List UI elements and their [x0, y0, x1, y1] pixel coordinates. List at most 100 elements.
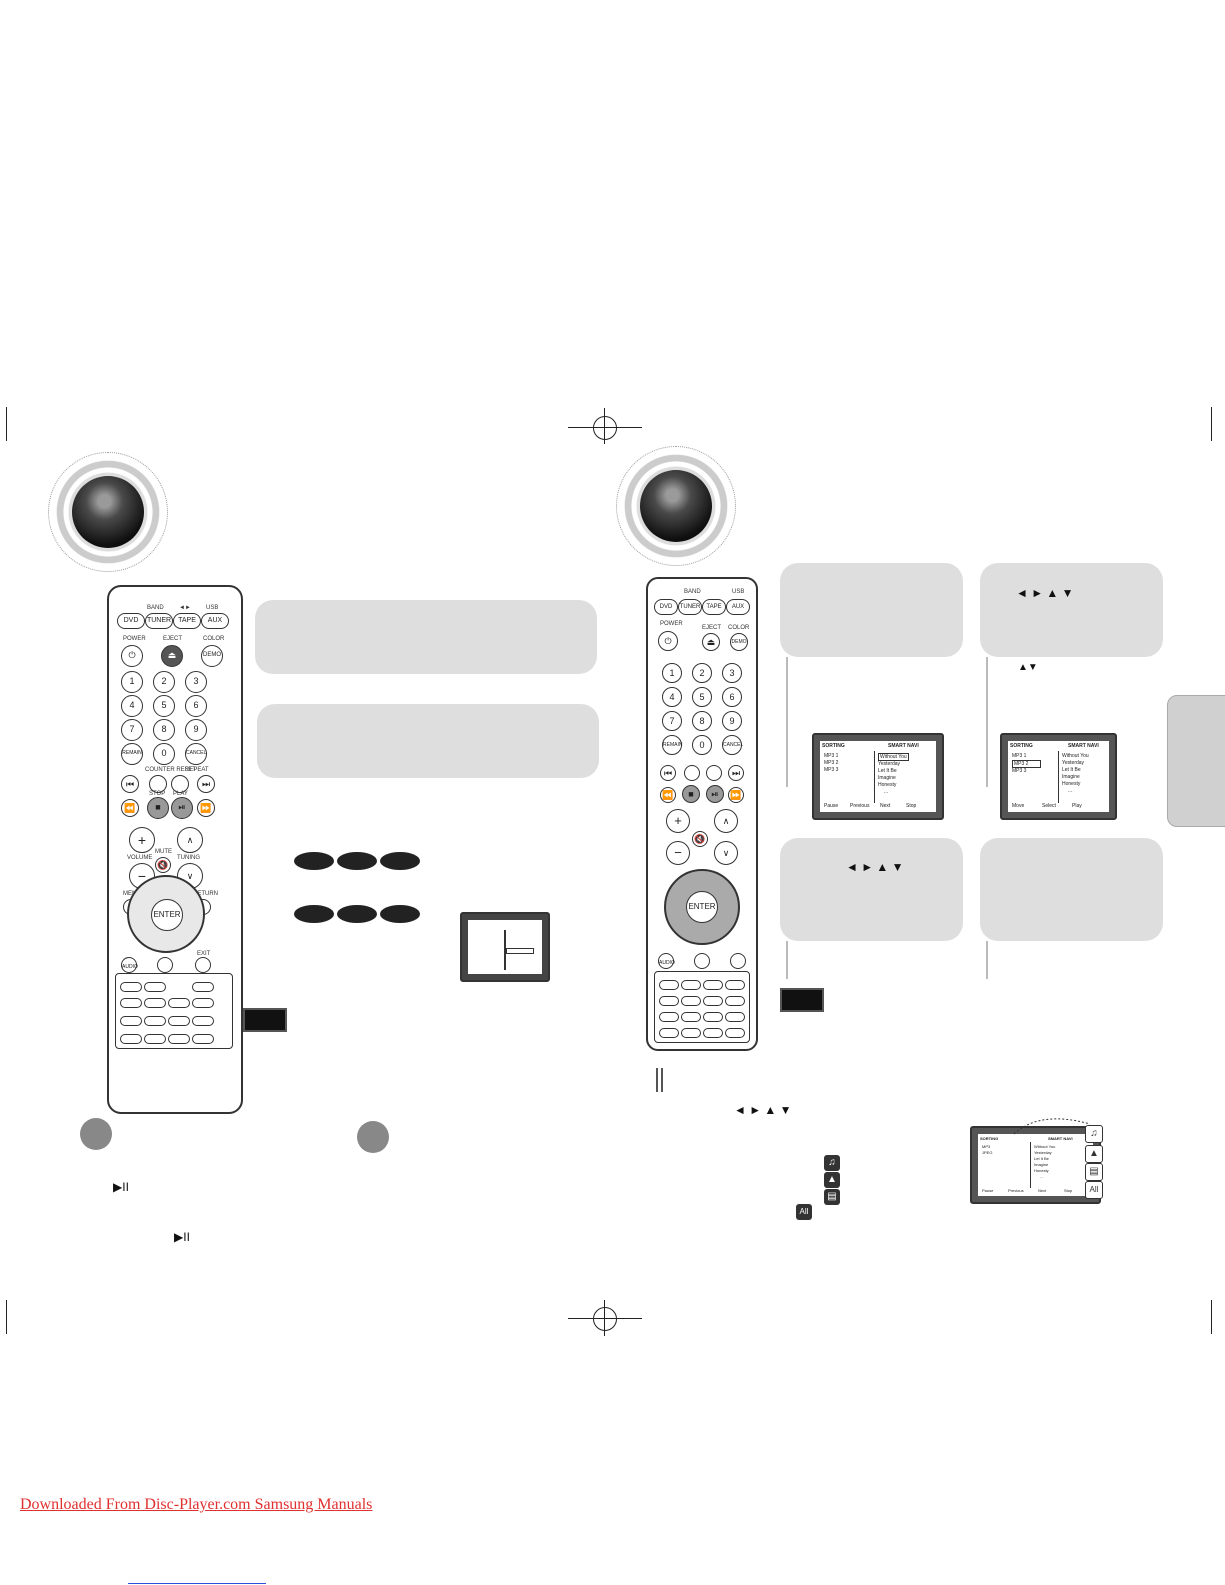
stop-button[interactable]: ■ — [682, 785, 700, 803]
track-item[interactable]: Yesterday — [1034, 1150, 1052, 1155]
function-button[interactable] — [168, 998, 190, 1008]
track-item[interactable]: Imagine — [878, 775, 896, 781]
digit-7-button[interactable]: 7 — [121, 719, 143, 741]
digit-2-button[interactable]: 2 — [692, 663, 712, 683]
repeat-button[interactable] — [171, 775, 189, 793]
function-button[interactable] — [681, 996, 701, 1006]
demo-button[interactable]: DEMO — [730, 633, 748, 651]
function-button[interactable] — [144, 982, 166, 992]
track-item[interactable]: Honesty — [1034, 1168, 1049, 1173]
folder-item[interactable]: MP3 1 — [1012, 753, 1027, 759]
digit-3-button[interactable]: 3 — [185, 671, 207, 693]
forward-button[interactable]: ⏩ — [728, 787, 744, 803]
eject-button[interactable]: ⏏ — [702, 633, 720, 651]
function-button[interactable] — [120, 998, 142, 1008]
function-button[interactable] — [168, 1016, 190, 1026]
prev-button[interactable]: ⏮ — [660, 765, 676, 781]
tuning-up-button[interactable]: ∧ — [714, 809, 738, 833]
function-button[interactable] — [725, 1028, 745, 1038]
stop-button[interactable]: ■ — [147, 797, 169, 819]
function-button[interactable] — [703, 1012, 723, 1022]
folder-item[interactable]: JPEG — [982, 1150, 993, 1155]
forward-button[interactable]: ⏩ — [197, 799, 215, 817]
function-button[interactable] — [659, 980, 679, 990]
track-item[interactable]: Imagine — [1062, 774, 1080, 780]
eject-button[interactable]: ⏏ — [161, 645, 183, 667]
mute-button[interactable]: 🔇 — [155, 857, 171, 873]
digit-3-button[interactable]: 3 — [722, 663, 742, 683]
digit-5-button[interactable]: 5 — [692, 687, 712, 707]
function-button[interactable] — [725, 996, 745, 1006]
function-button[interactable] — [120, 1034, 142, 1044]
tuner-button[interactable]: TUNER — [145, 613, 173, 629]
function-button[interactable] — [168, 1034, 190, 1044]
repeat-button[interactable] — [706, 765, 722, 781]
navigation-pad[interactable]: ENTER — [664, 869, 740, 945]
volume-up-button[interactable]: + — [129, 827, 155, 853]
track-item[interactable]: Honesty — [878, 782, 897, 788]
function-button[interactable] — [144, 998, 166, 1008]
track-item[interactable]: Let It Be — [1034, 1156, 1049, 1161]
digit-8-button[interactable]: 8 — [153, 719, 175, 741]
tuner-button[interactable]: TUNER — [678, 599, 702, 615]
function-button[interactable] — [120, 1016, 142, 1026]
digit-2-button[interactable]: 2 — [153, 671, 175, 693]
digit-5-button[interactable]: 5 — [153, 695, 175, 717]
digit-9-button[interactable]: 9 — [185, 719, 207, 741]
digit-9-button[interactable]: 9 — [722, 711, 742, 731]
next-button[interactable]: ⏭ — [728, 765, 744, 781]
track-item[interactable]: Yesterday — [878, 761, 901, 767]
function-button[interactable] — [681, 1012, 701, 1022]
step-button[interactable] — [149, 775, 167, 793]
dvd-button[interactable]: DVD — [117, 613, 145, 629]
mute-button[interactable]: 🔇 — [692, 831, 708, 847]
rewind-button[interactable]: ⏪ — [121, 799, 139, 817]
rewind-button[interactable]: ⏪ — [660, 787, 676, 803]
exit-button[interactable] — [730, 953, 746, 969]
function-button[interactable] — [703, 980, 723, 990]
remain-button[interactable]: REMAIN — [121, 743, 143, 765]
function-button[interactable] — [681, 980, 701, 990]
folder-item[interactable]: MP3 2 — [824, 760, 839, 766]
function-button[interactable] — [659, 1028, 679, 1038]
function-button[interactable] — [192, 1034, 214, 1044]
volume-down-button[interactable]: − — [666, 841, 690, 865]
folder-item[interactable]: MP3 — [982, 1144, 991, 1149]
track-item[interactable]: Honesty — [1062, 781, 1081, 787]
track-item[interactable]: Without You — [878, 753, 909, 761]
audio-button[interactable]: AUDIO — [121, 957, 138, 973]
audio-button[interactable]: AUDIO — [658, 953, 675, 969]
enter-button[interactable]: ENTER — [686, 891, 718, 923]
navigation-pad[interactable]: ENTER — [127, 875, 205, 953]
footer-link[interactable]: Downloaded From Disc-Player.com Samsung … — [20, 1496, 373, 1513]
dvd-button[interactable]: DVD — [654, 599, 678, 615]
track-item[interactable]: Yesterday — [1062, 760, 1085, 766]
volume-up-button[interactable]: + — [666, 809, 690, 833]
cancel-button[interactable]: CANCEL — [722, 735, 743, 755]
logo-button[interactable] — [157, 957, 173, 973]
digit-8-button[interactable]: 8 — [692, 711, 712, 731]
function-button[interactable] — [659, 1012, 679, 1022]
digit-0-button[interactable]: 0 — [692, 735, 712, 755]
power-button[interactable]: ⏻ — [121, 645, 143, 667]
function-button[interactable] — [703, 1028, 723, 1038]
tuning-down-button[interactable]: ∨ — [714, 841, 738, 865]
function-button[interactable] — [120, 982, 142, 992]
function-button[interactable] — [144, 1034, 166, 1044]
exit-button[interactable] — [195, 957, 211, 973]
track-item[interactable]: Let It Be — [878, 768, 897, 774]
tape-button[interactable]: TAPE — [702, 599, 726, 615]
folder-item[interactable]: MP3 3 — [824, 767, 839, 773]
track-item[interactable]: Without You — [1034, 1144, 1056, 1149]
logo-button[interactable] — [694, 953, 710, 969]
digit-7-button[interactable]: 7 — [662, 711, 682, 731]
digit-1-button[interactable]: 1 — [662, 663, 682, 683]
prev-button[interactable]: ⏮ — [121, 775, 139, 793]
remain-button[interactable]: REMAIN — [662, 735, 682, 755]
aux-button[interactable]: AUX — [726, 599, 750, 615]
function-button[interactable] — [725, 980, 745, 990]
demo-button[interactable]: DEMO — [201, 645, 223, 667]
digit-0-button[interactable]: 0 — [153, 743, 175, 765]
function-button[interactable] — [192, 998, 214, 1008]
next-button[interactable]: ⏭ — [197, 775, 215, 793]
